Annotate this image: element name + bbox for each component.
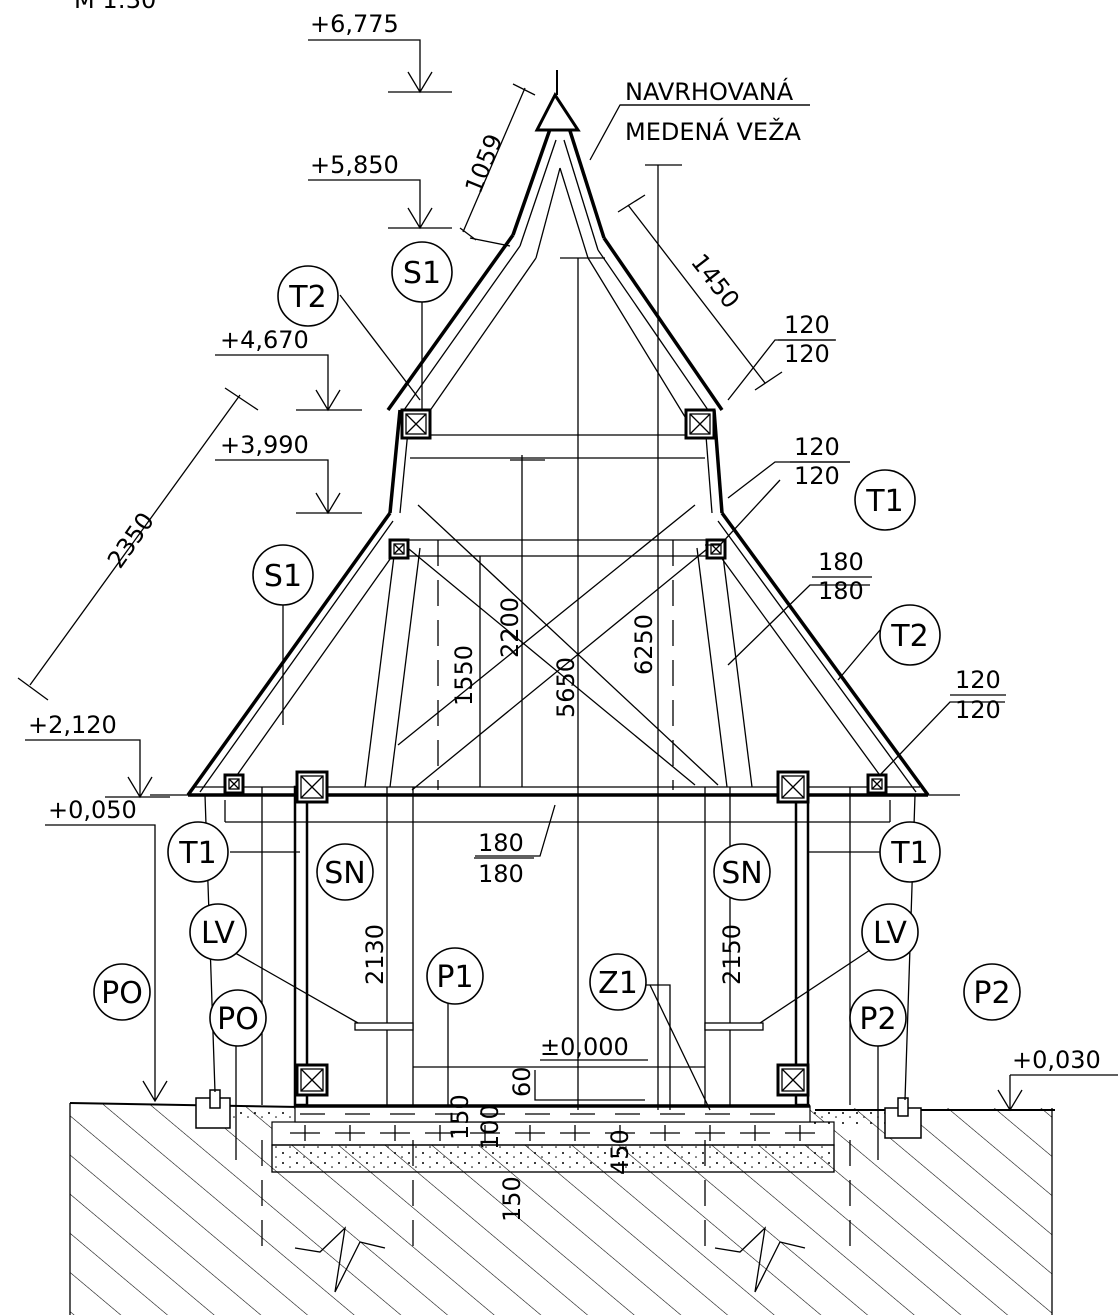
- beam-sections: [223, 408, 888, 1097]
- dim-60: 60: [508, 1066, 536, 1097]
- tag-s1: S1: [391, 241, 453, 303]
- tag-po: PO: [209, 989, 267, 1047]
- tag-label: T2: [288, 280, 326, 315]
- tag-label: SN: [324, 856, 365, 891]
- tag-s1: S1: [252, 544, 314, 606]
- tag-label: T1: [865, 484, 903, 519]
- dim-450: 450: [606, 1129, 634, 1175]
- profile-1-bottom: 120: [784, 340, 830, 368]
- tag-label: T1: [178, 836, 216, 871]
- leader-lines: [150, 104, 1005, 1160]
- tag-t1: T1: [167, 821, 229, 883]
- tag-sn: SN: [713, 843, 771, 901]
- tag-label: Z1: [598, 966, 638, 1001]
- dim-1550: 1550: [450, 645, 478, 706]
- tag-label: S1: [264, 559, 302, 594]
- beam-section: [776, 1063, 810, 1097]
- lower-walls: [261, 785, 851, 1107]
- tag-label: P2: [973, 976, 1010, 1011]
- beam-section: [295, 770, 329, 804]
- tag-t1: T1: [854, 469, 916, 531]
- beam-section: [295, 1063, 329, 1097]
- dim-1450: 1450: [685, 248, 745, 313]
- tag-p2: P2: [963, 963, 1021, 1021]
- dim-5650: 5650: [552, 657, 580, 718]
- profile-3-top: 180: [818, 548, 864, 576]
- floor-layers: [195, 1089, 922, 1173]
- beam-section: [776, 770, 810, 804]
- tag-label: T1: [890, 836, 928, 871]
- level-0050: +0,050: [48, 796, 137, 824]
- tag-p2: P2: [849, 989, 907, 1047]
- tag-label: LV: [873, 916, 907, 951]
- dimension-lines: [17, 83, 783, 701]
- tag-label: S1: [403, 256, 441, 291]
- tag-label: PO: [101, 976, 143, 1011]
- profile-1-top: 120: [784, 311, 830, 339]
- tag-label: T2: [890, 619, 928, 654]
- level-4670: +4,670: [220, 326, 309, 354]
- dashed-lines: [261, 540, 851, 1293]
- tag-t2: T2: [879, 604, 941, 666]
- tag-lv: LV: [861, 903, 919, 961]
- tag-label: SN: [721, 856, 762, 891]
- level-0000: ±0,000: [540, 1033, 629, 1061]
- profile-5-bottom: 180: [478, 860, 524, 888]
- tag-sn: SN: [316, 843, 374, 901]
- dim-2200: 2200: [496, 597, 524, 658]
- beam-section: [684, 408, 716, 440]
- dim-100: 100: [476, 1104, 504, 1150]
- note-line-1: NAVRHOVANÁ: [625, 77, 794, 106]
- profile-3-bottom: 180: [818, 577, 864, 605]
- dim-2130: 2130: [361, 924, 389, 985]
- tag-po: PO: [93, 963, 151, 1021]
- tag-label: P1: [436, 960, 473, 995]
- profile-2-top: 120: [794, 433, 840, 461]
- tag-z1: Z1: [589, 953, 647, 1011]
- dim-1059: 1059: [460, 130, 509, 197]
- profile-4-bottom: 120: [955, 696, 1001, 724]
- dim-2150: 2150: [718, 924, 746, 985]
- tag-t2: T2: [277, 265, 339, 327]
- tag-label: LV: [201, 916, 235, 951]
- tag-t1: T1: [879, 821, 941, 883]
- profile-2-bottom: 120: [794, 462, 840, 490]
- profile-5-top: 180: [478, 829, 524, 857]
- note-line-2: MEDENÁ VEŽA: [625, 117, 802, 146]
- dim-150-b: 150: [498, 1176, 526, 1222]
- level-6775: +6,775: [310, 10, 399, 38]
- level-5850: +5,850: [310, 151, 399, 179]
- level-0030: +0,030: [1012, 1046, 1101, 1074]
- level-2120: +2,120: [28, 711, 117, 739]
- dim-150-a: 150: [446, 1094, 474, 1140]
- lower-roof: [186, 165, 930, 1110]
- beam-section: [866, 773, 888, 795]
- level-3990: +3,990: [220, 431, 309, 459]
- tag-label: PO: [217, 1002, 259, 1037]
- level-markers: [25, 39, 1118, 1112]
- tag-p1: P1: [426, 947, 484, 1005]
- beam-section: [400, 408, 432, 440]
- text-layer: M 1:30 NAVRHOVANÁ MEDENÁ VEŽA +6,775 +5,…: [28, 0, 1101, 1222]
- profile-4-top: 120: [955, 666, 1001, 694]
- scale-note: M 1:30: [74, 0, 156, 14]
- tag-lv: LV: [189, 903, 247, 961]
- dim-6250: 6250: [630, 614, 658, 675]
- upper-tower: [386, 70, 724, 514]
- beam-section: [388, 538, 410, 560]
- tag-label: P2: [859, 1002, 896, 1037]
- beam-section: [223, 773, 245, 795]
